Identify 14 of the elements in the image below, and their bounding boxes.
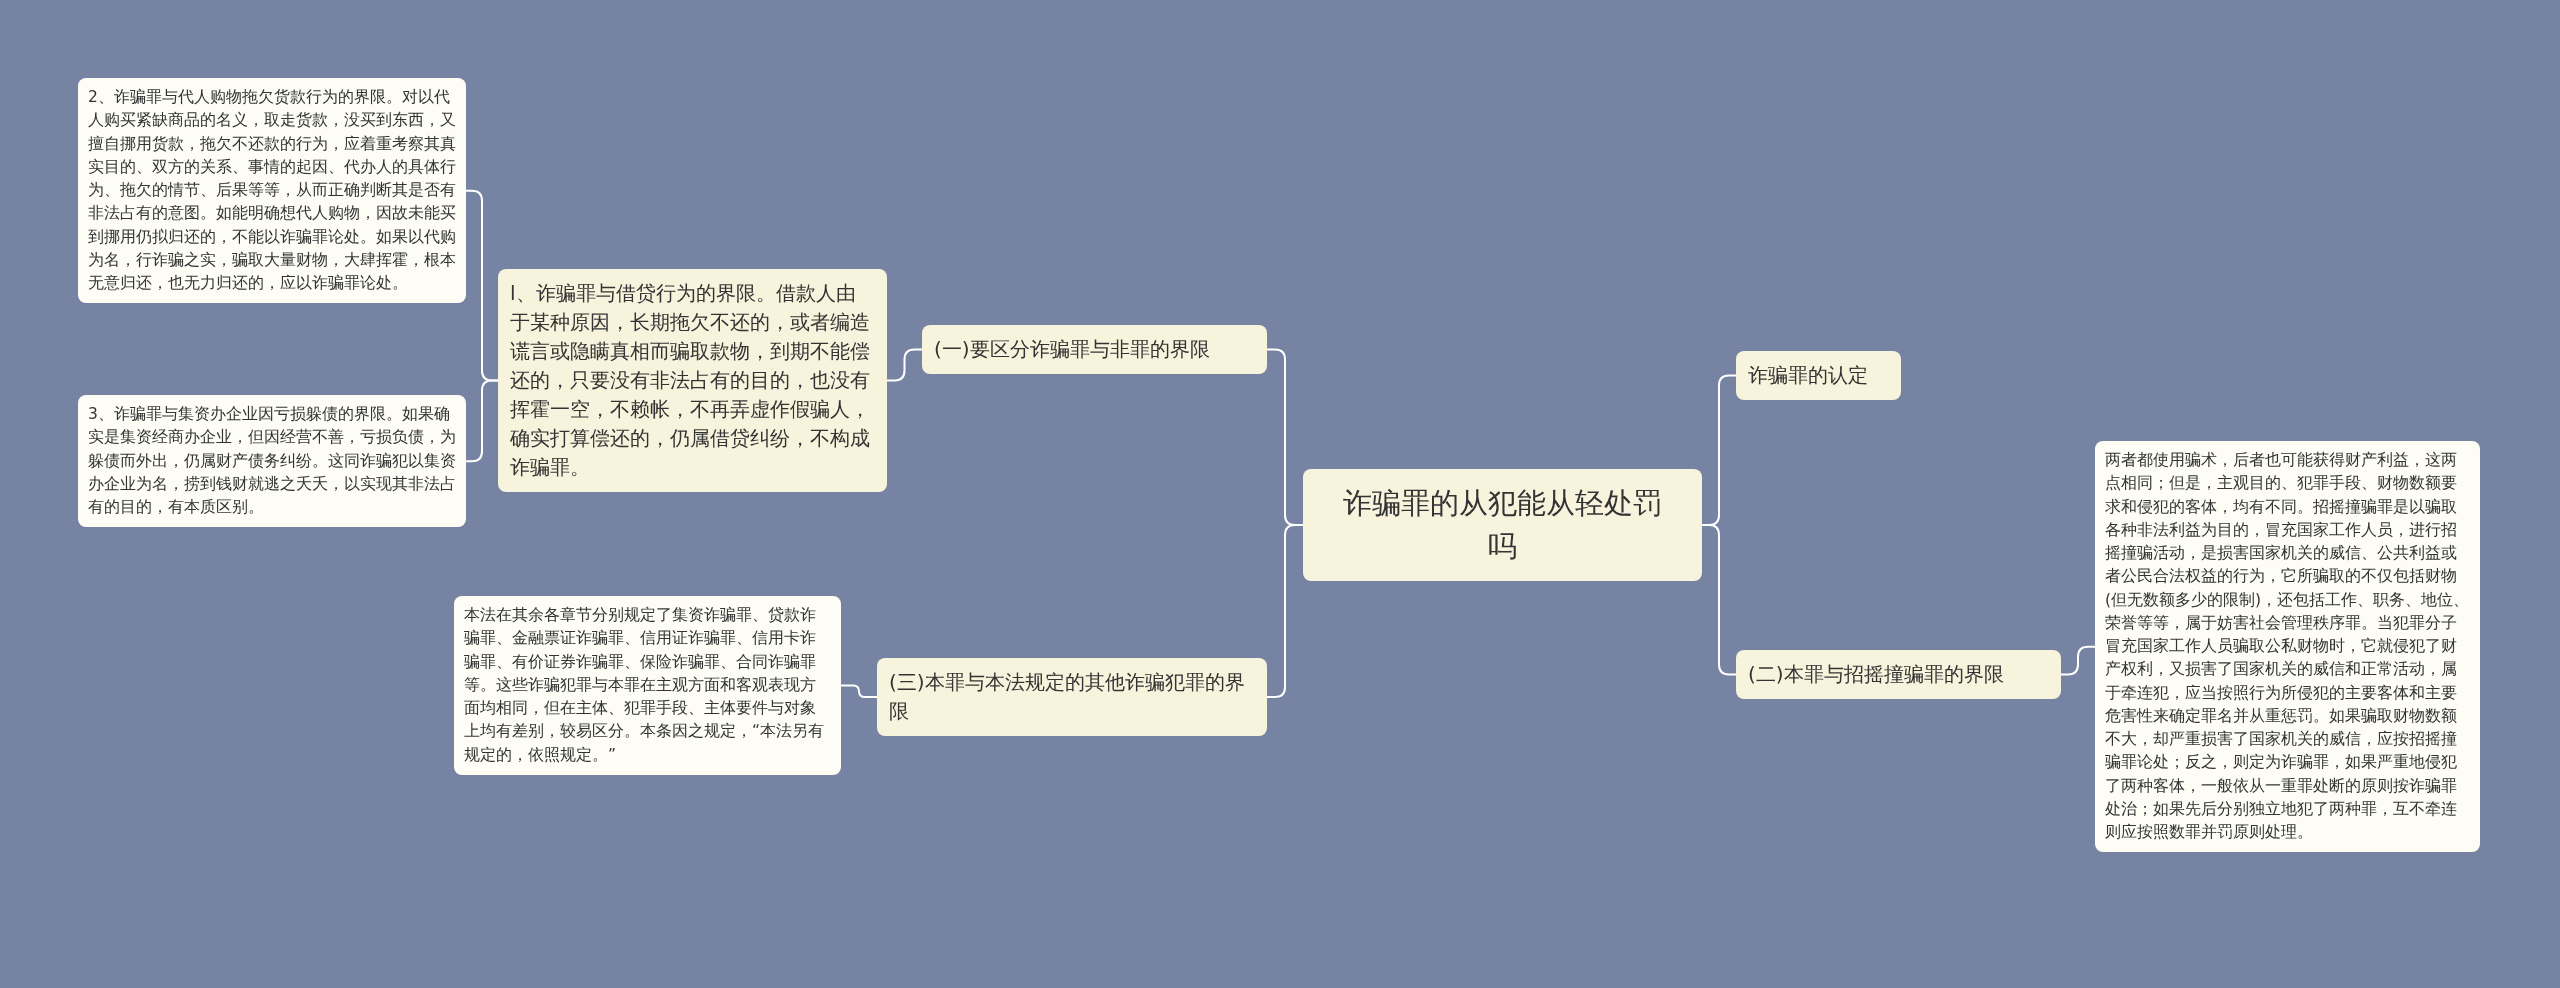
text-card: 本法在其余各章节分别规定了集资诈骗罪、贷款诈骗罪、金融票证诈骗罪、信用证诈骗罪、信用卡诈骗罪、有价证券诈骗罪、保险诈骗罪、合同诈骗罪等。这些诈骗犯罪与本罪在主观方面和客观表现方面均相同，但在主体、犯罪手段、主体要件与对象上均有差别，较易区分。本条因之规定，“本法另有规定的，依照规定。”: [454, 596, 841, 775]
connector-line: [1266, 524, 1304, 698]
text-card: 两者都使用骗术，后者也可能获得财产利益，这两点相同；但是，主观目的、犯罪手段、财物数额要求和侵犯的客体，均有不同。招摇撞骗罪是以骗取各种非法利益为目的，冒充国家工作人员，进行招摇撞骗活动，是损害国家机关的威信、公共利益或者公民合法权益的行为，它所骗取的不仅包括财物(但无数额多少的限制)，还包括工作、职务、地位、荣誉等等，属于妨害社会管理秩序罪。当犯罪分子冒充国家工作人员骗取公私财物时，它就侵犯了财产权利，又损害了国家机关的威信和正常活动，属于牵连犯，应当按照行为所侵犯的主要客体和主要危害性来确定罪名并从重惩罚。如果骗取财物数额不大，却严重损害了国家机关的威信，应按招摇撞骗罪论处；反之，则定为诈骗罪，如果严重地侵犯了两种客体，一般依从一重罪处断的原则按诈骗罪处治；如果先后分别独立地犯了两种罪，互不牵连则应按照数罪并罚原则处理。: [2095, 441, 2480, 853]
central-topic-box: 诈骗罪的从犯能从轻处罚吗: [1303, 469, 1702, 581]
topic-box: (三)本罪与本法规定的其他诈骗犯罪的界限: [877, 658, 1267, 736]
topic-box: (二)本罪与招摇撞骗罪的界限: [1736, 650, 2061, 699]
text-card: 3、诈骗罪与集资办企业因亏损躲债的界限。如果确实是集资经商办企业，但因经营不善，亏损负债，为躲债而外出，仍属财产债务纠纷。这同诈骗犯以集资办企业为名，捞到钱财就逃之夭夭，以实现其非法占有的目的，有本质区别。: [78, 395, 466, 528]
topic-box: (一)要区分诈骗罪与非罪的界限: [922, 325, 1267, 374]
connector-line: [840, 684, 878, 698]
topic-box: 诈骗罪的认定: [1736, 351, 1901, 400]
connector-line: [2060, 645, 2096, 676]
text-card: 2、诈骗罪与代人购物拖欠货款行为的界限。对以代人购买紧缺商品的名义，取走货款，没买到东西，又擅自挪用货款，拖欠不还款的行为，应着重考察其真实目的、双方的关系、事情的起因、代办人的具体行为、拖欠的情节、后果等等，从而正确判断其是否有非法占有的意图。如能明确想代人购物，因故未能买到挪用仍拟归还的，不能以诈骗罪论处。如果以代购为名，行诈骗之实，骗取大量财物，大肆挥霍，根本无意归还，也无力归还的，应以诈骗罪论处。: [78, 78, 466, 304]
topic-box: l、诈骗罪与借贷行为的界限。借款人由于某种原因，长期拖欠不还的，或者编造谎言或隐瞒真相而骗取款物，到期不能偿还的，只要没有非法占有的目的，也没有挥霍一空，不赖帐，不再弄虚作假骗人，确实打算偿还的，仍属借贷纠纷，不构成诈骗罪。: [498, 269, 887, 492]
connector-line: [886, 348, 923, 382]
